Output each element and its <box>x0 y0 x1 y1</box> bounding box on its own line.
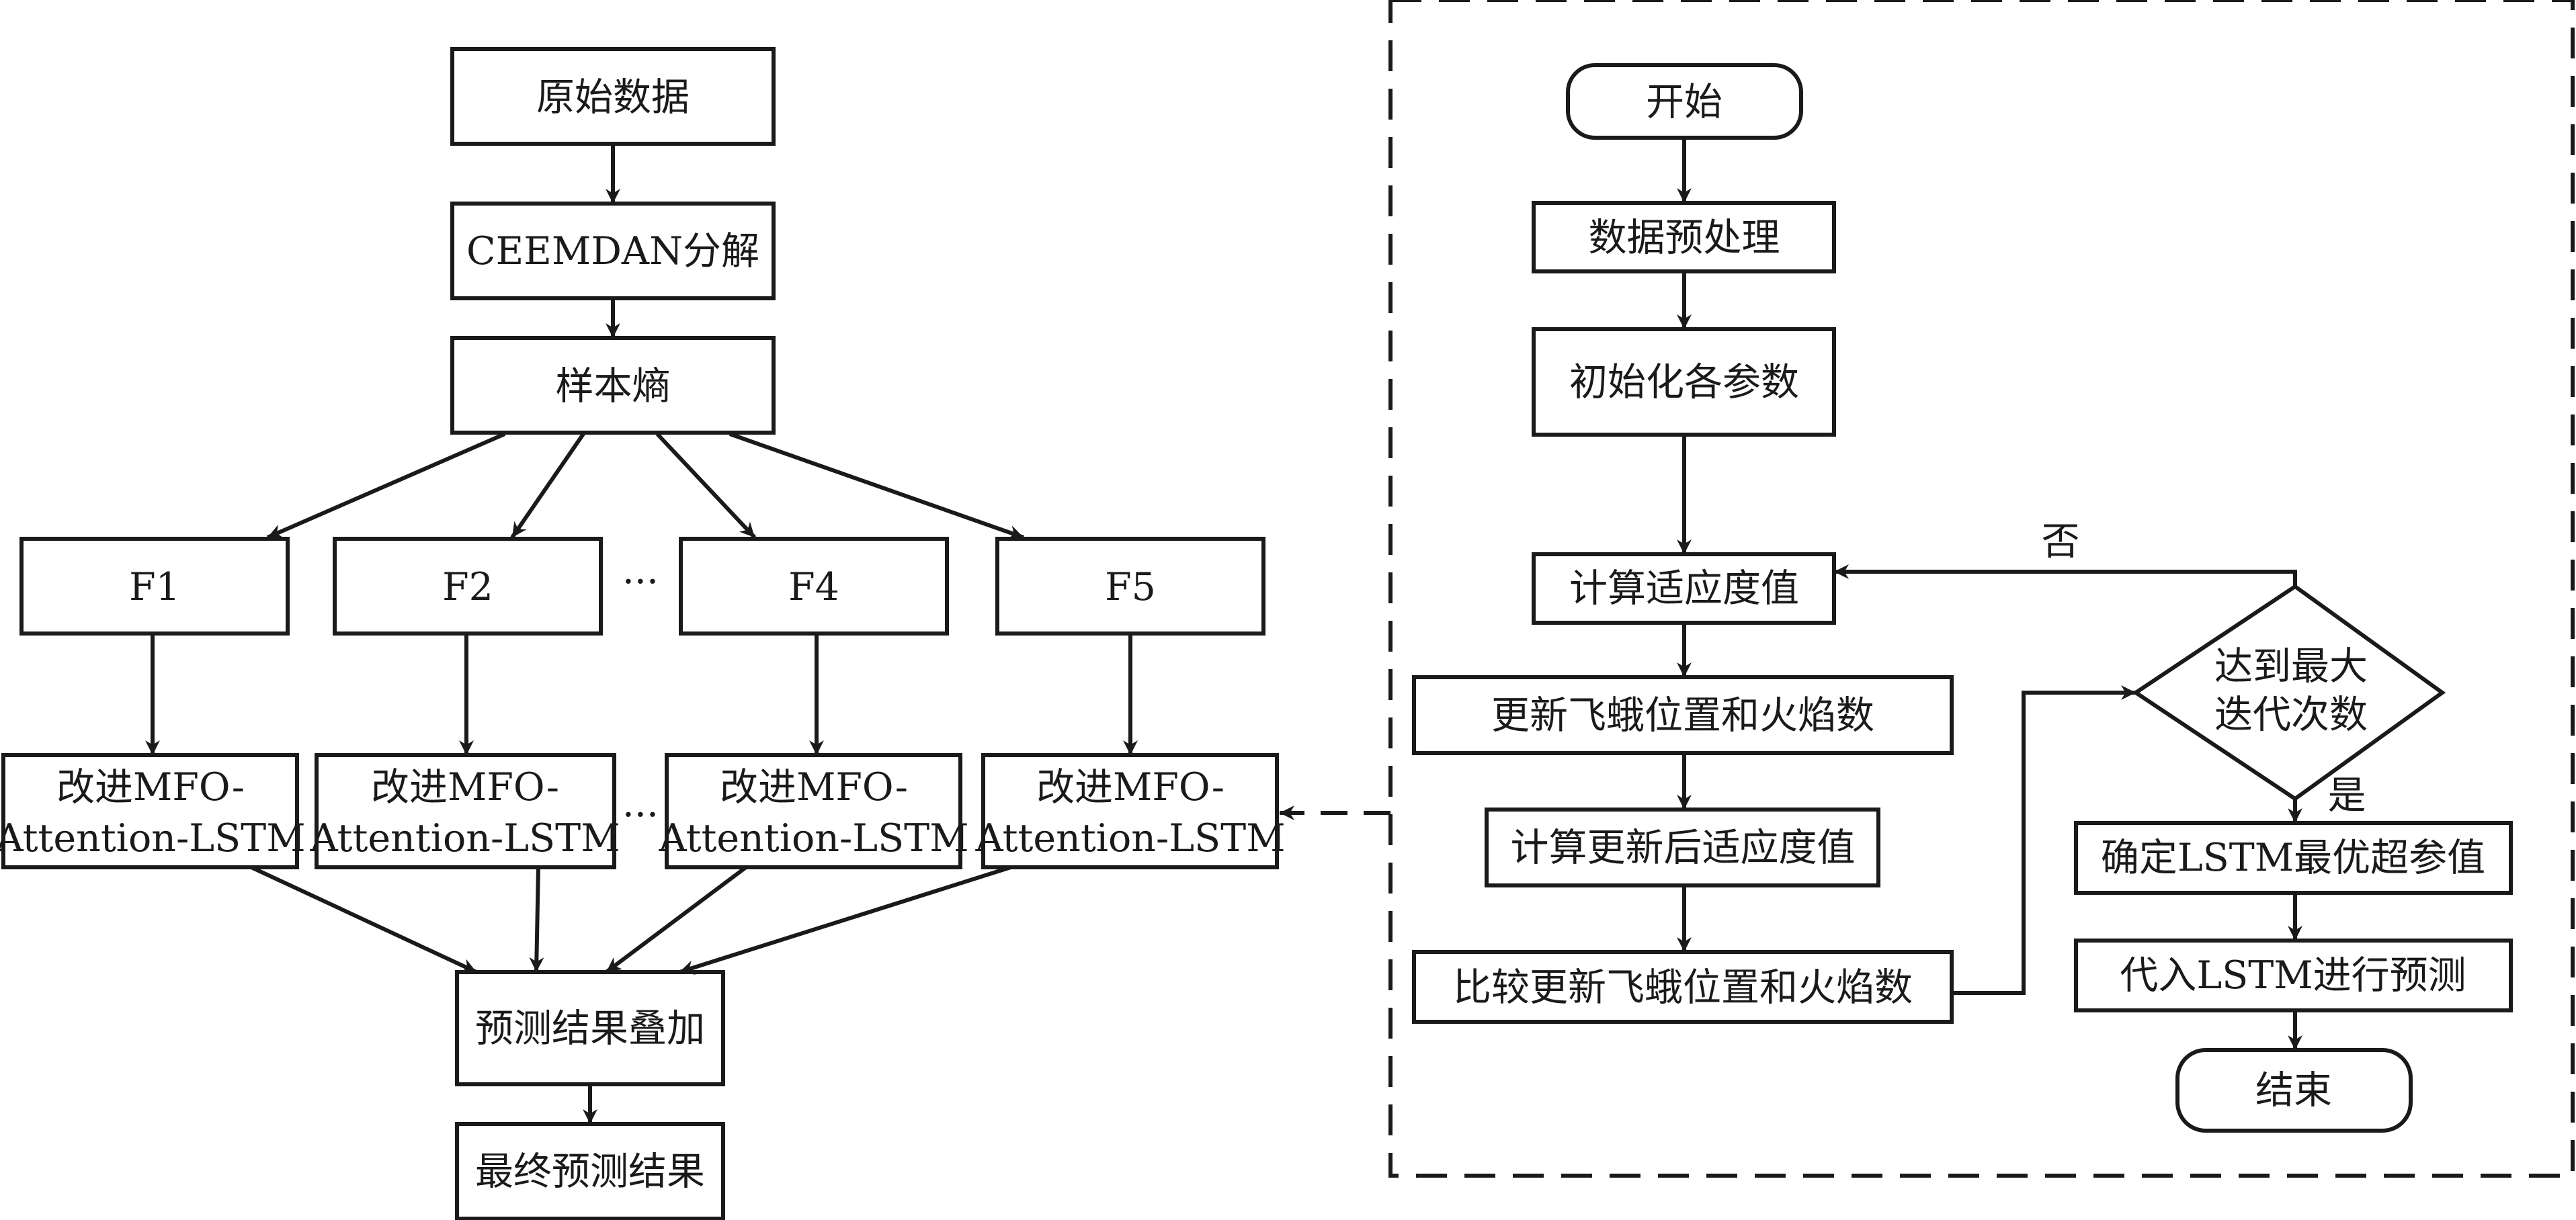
f2-label: F2 <box>442 565 493 609</box>
f4-box <box>679 537 949 636</box>
arrow-model2-to-sum <box>529 867 544 973</box>
decision-line2: 迭代次数 <box>2214 693 2368 737</box>
ceemdan-label: CEEMDAN分解 <box>466 229 759 273</box>
no-branch-label: 否 <box>2042 519 2080 564</box>
final-result-label: 最终预测结果 <box>475 1149 705 1194</box>
ellipsis-models: ··· <box>622 793 659 837</box>
model-box-3 <box>665 753 962 869</box>
predict-lstm-label: 代入LSTM进行预测 <box>2120 953 2466 998</box>
update-positions-label: 更新飞蛾位置和火焰数 <box>1491 693 1874 738</box>
sample-entropy-label: 样本熵 <box>556 364 671 408</box>
model-box-1 <box>1 753 299 869</box>
compare-update-label: 比较更新飞蛾位置和火焰数 <box>1453 965 1913 1010</box>
compute-updated-fitness-label: 计算更新后适应度值 <box>1511 826 1856 870</box>
model-3-line2: Attention-LSTM <box>658 816 968 861</box>
model-1-line2: Attention-LSTM <box>0 816 306 861</box>
model-4-line2: Attention-LSTM <box>974 816 1285 861</box>
determine-hyperparams-label: 确定LSTM最优超参值 <box>2101 836 2485 880</box>
init-params-label: 初始化各参数 <box>1569 360 1799 404</box>
model-4-line1: 改进MFO- <box>1036 765 1224 810</box>
f1-label: F1 <box>129 565 180 609</box>
compute-fitness-label: 计算适应度值 <box>1569 566 1799 611</box>
arrow-entropy-to-f4 <box>655 432 757 539</box>
arrow-model4-to-sum <box>679 865 1011 975</box>
superposition-label: 预测结果叠加 <box>475 1006 705 1051</box>
model-2-line1: 改进MFO- <box>371 765 559 810</box>
arrow-compare-to-decision <box>1952 685 2136 995</box>
model-3-line1: 改进MFO- <box>720 765 908 810</box>
arrow-model1-to-sum <box>250 865 478 974</box>
arrow-entropy-to-f1 <box>266 432 506 539</box>
model-1-line1: 改进MFO- <box>56 765 245 810</box>
yes-branch-label: 是 <box>2328 773 2366 818</box>
decision-line1: 达到最大 <box>2214 644 2368 689</box>
arrow-entropy-to-f5 <box>729 432 1024 540</box>
model-2-line2: Attention-LSTM <box>309 816 620 861</box>
f5-label: F5 <box>1105 565 1156 609</box>
optimization-frame <box>1388 0 2575 1178</box>
start-label: 开始 <box>1646 80 1722 124</box>
arrow-entropy-to-f2 <box>510 433 585 539</box>
arrow-decision-no-loop <box>1834 564 2297 586</box>
f4-label: F4 <box>788 565 839 609</box>
raw-data-label: 原始数据 <box>536 75 690 120</box>
preprocess-label: 数据预处理 <box>1589 216 1780 260</box>
arrow-model3-to-sum <box>605 865 747 974</box>
end-label: 结束 <box>2255 1068 2332 1113</box>
ellipsis-components: ··· <box>622 560 659 604</box>
